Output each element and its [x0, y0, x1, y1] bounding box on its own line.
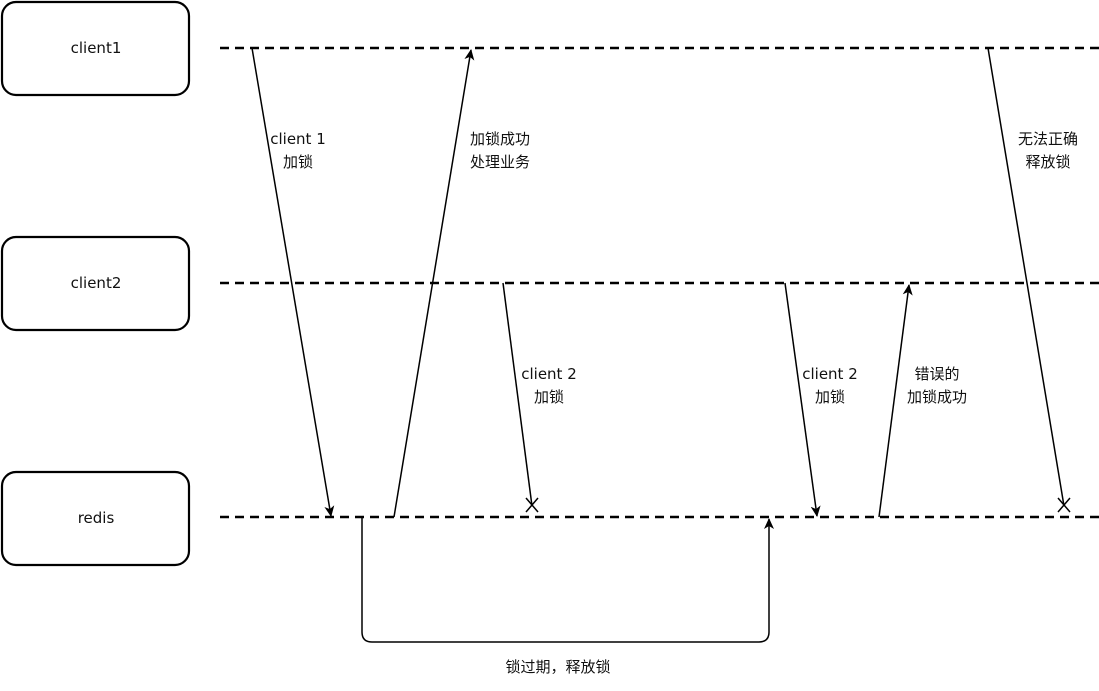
label-client2-lock-b-line2: 加锁	[815, 388, 845, 406]
arrow-wrong-success	[878, 284, 913, 518]
arrow-lock-success	[393, 49, 475, 518]
label-cannot-release: 无法正确 释放锁	[1018, 130, 1078, 171]
label-wrong-success: 错误的 加锁成功	[907, 365, 967, 406]
label-cannot-release-line2: 释放锁	[1025, 153, 1070, 171]
arrow-client2-lock-again	[784, 282, 821, 517]
label-client2-lock-b: client 2 加锁	[802, 365, 858, 406]
arrow-cannot-release	[987, 47, 1065, 507]
arrow-client2-lock-failed	[502, 282, 533, 507]
cross-mark-release	[1057, 497, 1071, 513]
arrow-client1-lock	[251, 47, 335, 517]
label-expire: 锁过期，释放锁	[505, 658, 610, 676]
participant-client2-label: client2	[71, 274, 122, 292]
label-wrong-success-line2: 加锁成功	[907, 388, 967, 406]
label-client1-lock-line1: client 1	[270, 130, 326, 148]
label-client2-lock-a-line1: client 2	[521, 365, 577, 383]
participant-client2: client2	[0, 235, 191, 332]
label-lock-success: 加锁成功 处理业务	[470, 130, 530, 171]
label-lock-success-line2: 处理业务	[470, 153, 530, 171]
watermark: 掘金技术社区 @ vivo互联网技术	[769, 645, 1078, 669]
participant-redis: redis	[0, 470, 191, 567]
cross-mark-client2	[525, 497, 539, 513]
expire-bracket	[361, 517, 774, 643]
participant-redis-label: redis	[78, 509, 115, 527]
label-client1-lock: client 1 加锁	[270, 130, 326, 171]
participant-client1: client1	[0, 0, 191, 97]
label-lock-success-line1: 加锁成功	[470, 130, 530, 148]
participant-client1-label: client1	[71, 39, 122, 57]
label-client2-lock-a: client 2 加锁	[521, 365, 577, 406]
label-client1-lock-line2: 加锁	[283, 153, 313, 171]
label-cannot-release-line1: 无法正确	[1018, 130, 1078, 148]
label-wrong-success-line1: 错误的	[914, 365, 959, 383]
label-client2-lock-a-line2: 加锁	[534, 388, 564, 406]
label-client2-lock-b-line1: client 2	[802, 365, 858, 383]
